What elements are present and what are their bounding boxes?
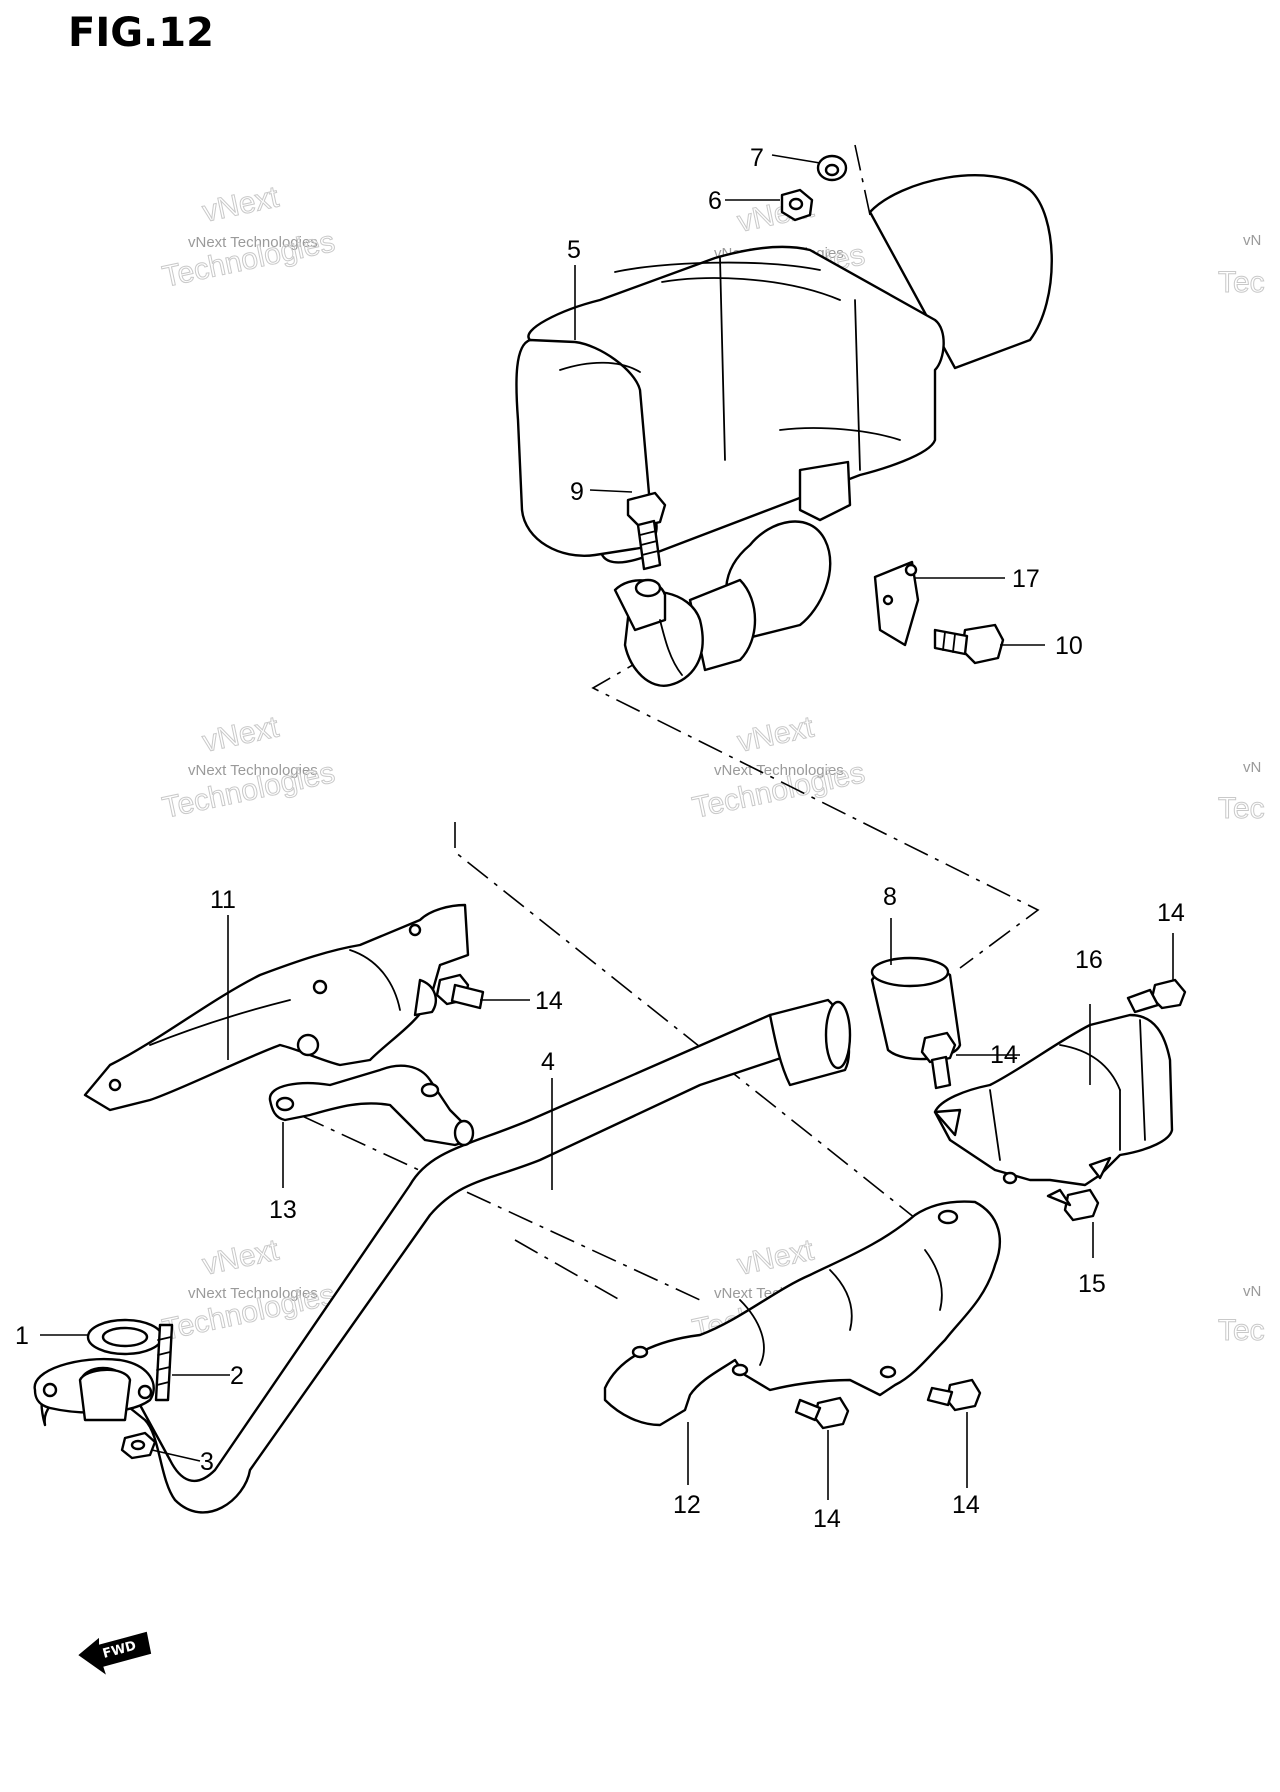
callout-14-lower-2: 14 bbox=[952, 1491, 980, 1519]
svg-text:vNext Technologies: vNext Technologies bbox=[188, 762, 318, 779]
callout-14-middle: 14 bbox=[990, 1041, 1018, 1069]
callout-11: 11 bbox=[210, 886, 236, 914]
callout-9: 9 bbox=[570, 478, 584, 506]
callout-2: 2 bbox=[230, 1362, 244, 1390]
heat-shield-16 bbox=[933, 1013, 1174, 1187]
callout-4: 4 bbox=[541, 1048, 555, 1076]
fwd-arrow-icon: FWD bbox=[78, 1631, 152, 1675]
callout-5: 5 bbox=[567, 236, 581, 264]
bolt-10 bbox=[933, 623, 1005, 665]
stud-2 bbox=[154, 1323, 174, 1402]
callout-13: 13 bbox=[269, 1196, 297, 1224]
bracket-13 bbox=[268, 1064, 475, 1147]
callout-8: 8 bbox=[883, 883, 897, 911]
nut-7 bbox=[816, 154, 848, 182]
callout-3: 3 bbox=[200, 1448, 214, 1476]
muffler bbox=[515, 174, 1053, 687]
leader-lines bbox=[40, 154, 1174, 1500]
svg-text:vN: vN bbox=[1243, 759, 1261, 776]
bolt-9 bbox=[626, 491, 667, 571]
svg-text:vN: vN bbox=[1243, 232, 1261, 249]
bolt-14-right bbox=[1126, 978, 1187, 1014]
svg-text:Tec: Tec bbox=[1218, 792, 1265, 825]
callout-labels: 7 6 5 9 17 10 11 14 4 8 14 16 14 13 15 1… bbox=[15, 144, 1185, 1533]
callout-14-right: 14 bbox=[1157, 899, 1185, 927]
callout-7: 7 bbox=[750, 144, 764, 172]
nut-3 bbox=[120, 1431, 157, 1460]
callout-1: 1 bbox=[15, 1322, 29, 1350]
heat-shield-11 bbox=[83, 903, 470, 1112]
svg-text:vNext: vNext bbox=[200, 180, 283, 228]
callout-14-upper-left: 14 bbox=[535, 987, 563, 1015]
svg-text:vNext: vNext bbox=[735, 1233, 818, 1281]
callout-15: 15 bbox=[1078, 1270, 1106, 1298]
svg-text:vNext Technologies: vNext Technologies bbox=[714, 762, 844, 779]
watermark-1: vNext Technologies vNext Technologies bbox=[159, 180, 338, 294]
callout-12: 12 bbox=[673, 1491, 701, 1519]
bolt-14-upper-left bbox=[435, 973, 485, 1010]
svg-text:Tec: Tec bbox=[1218, 266, 1265, 299]
bolt-15 bbox=[1046, 1188, 1100, 1222]
exhaust-pipe bbox=[33, 998, 852, 1514]
svg-text:vNext Technologies: vNext Technologies bbox=[188, 234, 318, 251]
svg-text:vNext Technologies: vNext Technologies bbox=[188, 1285, 318, 1302]
svg-text:vNext: vNext bbox=[200, 1233, 283, 1281]
figure-title: FIG.12 bbox=[68, 10, 214, 56]
watermark-4: vNext Technologies vNext Technologies bbox=[689, 710, 868, 825]
heat-shield-12 bbox=[603, 1200, 1002, 1427]
svg-text:vNext: vNext bbox=[200, 710, 283, 758]
callout-16: 16 bbox=[1075, 946, 1103, 974]
svg-text:vNext: vNext bbox=[735, 710, 818, 758]
watermark-edge: vN Tec vN Tec vN Tec bbox=[1218, 232, 1266, 1348]
callout-17: 17 bbox=[1012, 565, 1040, 593]
bolt-14-lower-2 bbox=[926, 1378, 982, 1412]
callout-14-lower-1: 14 bbox=[813, 1505, 841, 1533]
watermark-3: vNext Technologies vNext Technologies bbox=[159, 710, 338, 825]
gasket-1 bbox=[86, 1318, 164, 1356]
assembly-lines bbox=[299, 144, 1040, 1301]
bracket-17 bbox=[873, 560, 920, 647]
bolt-14-lower-1 bbox=[794, 1396, 850, 1430]
svg-text:vN: vN bbox=[1243, 1283, 1261, 1300]
bolt-14-middle bbox=[920, 1031, 957, 1090]
callout-10: 10 bbox=[1055, 632, 1083, 660]
svg-text:Tec: Tec bbox=[1218, 1314, 1265, 1347]
nut-6 bbox=[780, 188, 814, 222]
callout-6: 6 bbox=[708, 187, 722, 215]
